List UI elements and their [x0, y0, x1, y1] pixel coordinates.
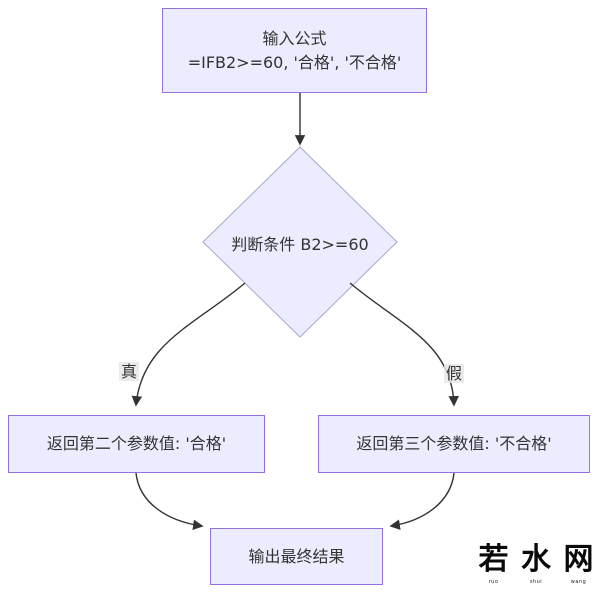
watermark-subtext: wang: [570, 578, 587, 585]
decision-diamond: [202, 146, 398, 338]
node-decision-label: 判断条件 B2>=60: [231, 234, 369, 254]
watermark-column: 网 wang: [562, 541, 595, 585]
watermark-column: 若 ruo: [477, 541, 510, 585]
watermark-char: 水: [521, 542, 551, 577]
watermark-char: 若: [478, 542, 509, 577]
input-formula-expression: =IFB2>=60, '合格', '不合格': [187, 52, 402, 72]
return-second-param-label: 返回第二个参数值: '合格': [46, 434, 227, 454]
edge-decision-to-false: [349, 282, 459, 407]
watermark-subtext: shui: [529, 578, 543, 585]
edge-decision-to-true: [131, 282, 246, 407]
output-result-label: 输出最终结果: [248, 546, 345, 566]
input-formula-title: 输入公式: [262, 29, 327, 49]
return-third-param-label: 返回第三个参数值: '不合格': [356, 434, 552, 454]
edge-false-to-output: [389, 472, 455, 530]
node-input-formula: 输入公式 =IFB2>=60, '合格', '不合格': [162, 8, 427, 93]
node-return-third-param: 返回第三个参数值: '不合格': [318, 415, 590, 473]
node-return-second-param: 返回第二个参数值: '合格': [8, 415, 265, 473]
watermark: 若 ruo 水 shui 网 wang: [477, 541, 595, 585]
edge-true-to-output: [135, 472, 204, 530]
watermark-column: 水 shui: [520, 541, 553, 585]
watermark-char: 网: [563, 542, 594, 577]
edge-label-false: 假: [444, 364, 465, 384]
watermark-subtext: ruo: [488, 578, 499, 585]
node-output-result: 输出最终结果: [210, 528, 383, 585]
edge-label-true: 真: [119, 362, 140, 382]
